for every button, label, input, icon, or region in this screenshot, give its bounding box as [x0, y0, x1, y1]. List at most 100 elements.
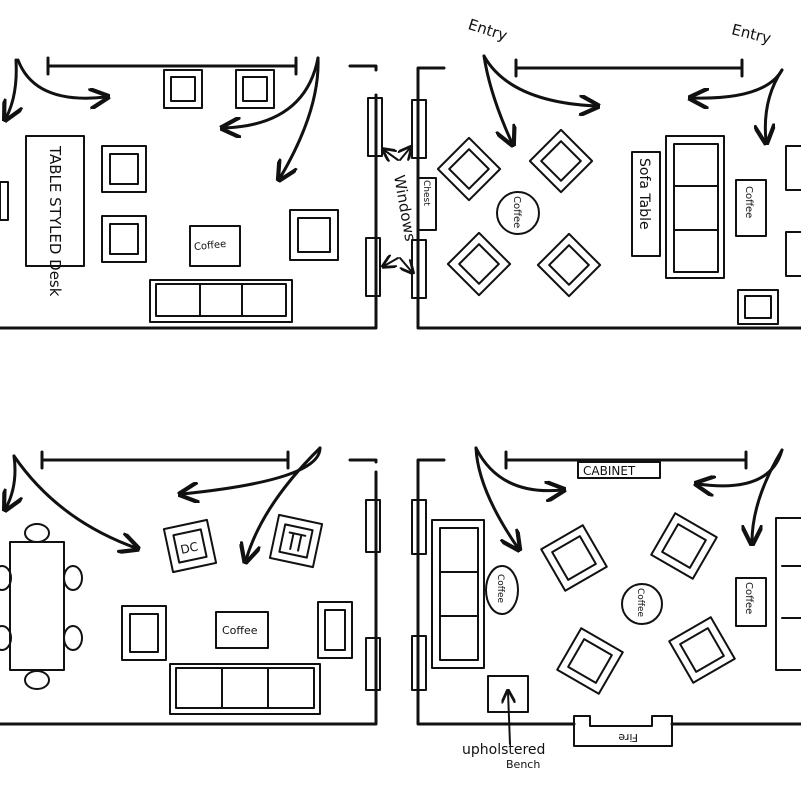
- dining-chair: [0, 625, 12, 651]
- bench-arrow: [508, 692, 510, 745]
- dc-chair: DC: [162, 518, 218, 574]
- end-table-label: Coffee: [743, 582, 754, 614]
- dc-chair: [268, 513, 324, 569]
- end-table: Coffee: [735, 577, 767, 627]
- room-bottom-right: CABINET Coffee Coffee Coffee: [411, 446, 801, 771]
- table-styled-desk: TABLE STYLED Desk: [25, 135, 85, 297]
- bench-label: Bench: [506, 758, 540, 771]
- coffee-table-label: Coffee: [222, 624, 258, 637]
- entry-arrow: [280, 56, 320, 178]
- chair: [528, 128, 594, 194]
- coffee-table-label: Coffee: [193, 239, 226, 253]
- room-wall: [0, 64, 378, 330]
- entry-arrow: [474, 446, 562, 491]
- dc-label: DC: [179, 540, 199, 557]
- windows-arrow: [400, 148, 410, 160]
- entry-arrow: [224, 56, 320, 128]
- window: [411, 99, 427, 159]
- windows-arrow: [384, 258, 399, 266]
- round-coffee-table: Coffee: [621, 583, 663, 625]
- windows-arrow: [384, 150, 399, 160]
- room-bottom-left: DC Coffee: [0, 446, 381, 726]
- chair: [436, 136, 502, 202]
- dining-chair: [63, 565, 83, 591]
- room-wall: [416, 458, 801, 726]
- chair: [446, 231, 512, 297]
- chair: [121, 605, 167, 661]
- entry-arrow: [482, 54, 596, 106]
- entry-label: Entry: [466, 15, 510, 44]
- chair: [785, 231, 801, 277]
- round-end-table: Coffee: [485, 565, 519, 615]
- window: [365, 237, 381, 297]
- entry-arrow: [182, 446, 322, 494]
- round-coffee-table: Coffee: [496, 191, 540, 235]
- cabinet-label: CABINET: [583, 464, 636, 478]
- coffee-table-label: Coffee: [511, 196, 522, 228]
- upholstered-bench: upholstered Bench: [462, 675, 545, 771]
- cabinet: CABINET: [577, 461, 661, 479]
- coffee-table-label: Coffee: [635, 588, 645, 618]
- entry-arrow: [6, 454, 15, 508]
- chair: [540, 524, 608, 592]
- chair: [235, 69, 275, 109]
- windows-arrow: [399, 257, 412, 272]
- sofa-table-label: Sofa Table: [636, 158, 652, 230]
- entry-arrow: [692, 68, 784, 98]
- windows-label: Windows: [390, 174, 419, 243]
- end-table-label: Coffee: [495, 574, 505, 604]
- sofa: [431, 519, 485, 669]
- room-top-right: Entry Entry Coffee Chest Windows Sofa Ta…: [384, 15, 801, 330]
- window: [411, 499, 427, 555]
- room-wall: [0, 458, 378, 726]
- entry-arrow: [12, 454, 136, 548]
- chair: [556, 627, 624, 695]
- window: [411, 635, 427, 691]
- chair: [289, 209, 339, 261]
- entry-arrow: [16, 58, 106, 98]
- entry-arrow: [482, 54, 512, 143]
- fireplace-label: Fire: [618, 731, 638, 744]
- chair: [668, 616, 736, 684]
- chair: [737, 289, 779, 325]
- sofa: [665, 135, 725, 279]
- chair: [650, 512, 718, 580]
- coffee-table: Coffee: [189, 225, 241, 267]
- entry-arrow: [765, 68, 784, 141]
- entry-label: Entry: [730, 20, 773, 47]
- desk-label: TABLE STYLED Desk: [46, 145, 64, 297]
- entry-arrow: [752, 448, 784, 542]
- dining-table: [0, 523, 83, 690]
- entry-arrow: [246, 446, 322, 560]
- room-top-left: TABLE STYLED Desk Coffee: [0, 56, 383, 330]
- sofa: [775, 517, 801, 671]
- dining-chair: [63, 625, 83, 651]
- window: [365, 499, 381, 553]
- end-table-label: Coffee: [743, 186, 754, 218]
- chair: [317, 601, 353, 659]
- bench-label: upholstered: [462, 742, 545, 758]
- end-table: Coffee: [735, 179, 767, 237]
- entry-arrow: [6, 58, 16, 118]
- chair: [536, 232, 602, 298]
- coffee-table: Coffee: [215, 611, 269, 649]
- window: [365, 637, 381, 691]
- dining-chair: [24, 523, 50, 543]
- sofa-table: Sofa Table: [631, 151, 661, 257]
- sofa: [169, 663, 321, 715]
- chair: [163, 69, 203, 109]
- entry-arrow: [474, 446, 518, 548]
- dining-chair: [0, 565, 12, 591]
- window: [367, 97, 383, 157]
- chest-label: Chest: [421, 180, 431, 206]
- sofa: [149, 279, 293, 323]
- chair: [785, 145, 801, 191]
- chest: Chest: [417, 177, 437, 231]
- fireplace: Fire: [573, 715, 673, 747]
- chair: [101, 215, 147, 263]
- side-table: [0, 181, 9, 221]
- chair: [101, 145, 147, 193]
- entry-arrow: [698, 448, 784, 486]
- dining-chair: [24, 670, 50, 690]
